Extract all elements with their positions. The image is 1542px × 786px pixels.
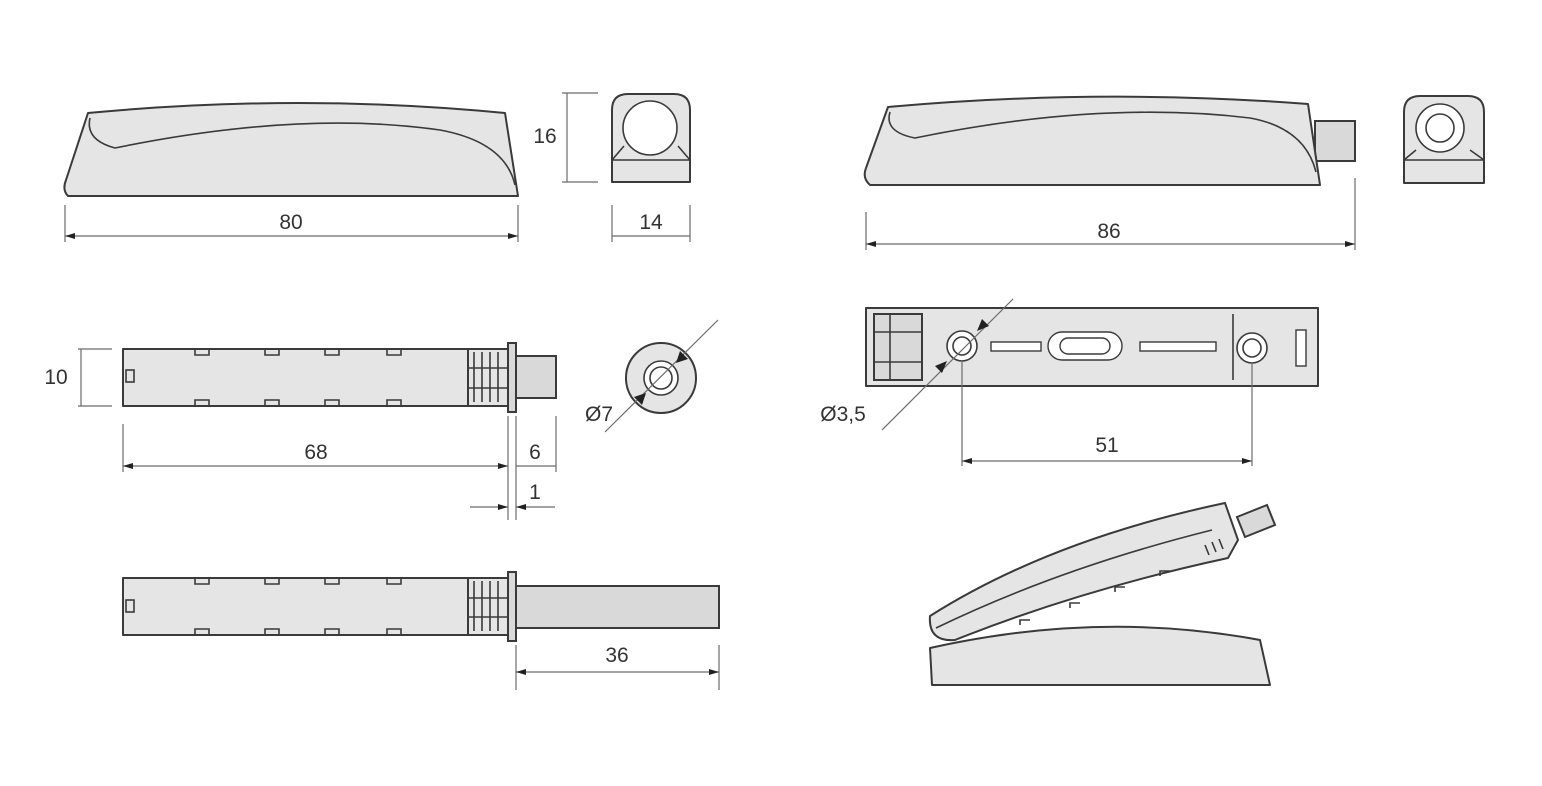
dimension-label-length-with-plunger: 86 <box>1097 220 1120 243</box>
dimension-86: 86 <box>865 178 1356 250</box>
dimension-10: 10 <box>44 348 112 407</box>
dimension-label-length-body: 68 <box>304 441 327 464</box>
mounting-plate-view: Ø3,5 <box>820 298 1319 431</box>
dimension-6: 6 <box>515 416 557 520</box>
dimension-14: 14 <box>611 205 691 242</box>
dimension-16: 16 <box>533 92 598 183</box>
dimension-label-length-housing: 80 <box>279 211 302 234</box>
housing-end-view <box>611 93 691 183</box>
dimension-80: 80 <box>64 205 519 242</box>
dimension-68: 68 <box>122 416 509 520</box>
plunger-end-view: Ø7 <box>585 319 719 433</box>
dimension-label-height-body: 10 <box>44 366 67 389</box>
dimension-label-plunger-retracted: 6 <box>529 441 541 464</box>
dimension-label-width-housing: 14 <box>639 211 663 234</box>
dimension-label-diameter-screw-hole: Ø3,5 <box>820 403 866 426</box>
dimension-label-diameter-plunger: Ø7 <box>585 403 613 426</box>
damper-body-extended <box>122 571 720 642</box>
dimension-label-height-housing: 16 <box>533 125 556 148</box>
damper-body-retracted <box>122 342 557 413</box>
housing-side-view <box>63 102 519 197</box>
dimension-label-plunger-extended: 36 <box>605 644 628 667</box>
dimension-1: 1 <box>470 481 555 510</box>
opened-isometric-view <box>928 502 1277 686</box>
dimension-36: 36 <box>515 644 720 690</box>
dimension-label-flange: 1 <box>529 481 541 504</box>
dimension-51: 51 <box>961 362 1253 466</box>
dimension-label-hole-spacing: 51 <box>1095 434 1118 457</box>
housing-with-plunger-end-view <box>1403 95 1485 184</box>
housing-with-plunger-side-view <box>863 95 1356 186</box>
